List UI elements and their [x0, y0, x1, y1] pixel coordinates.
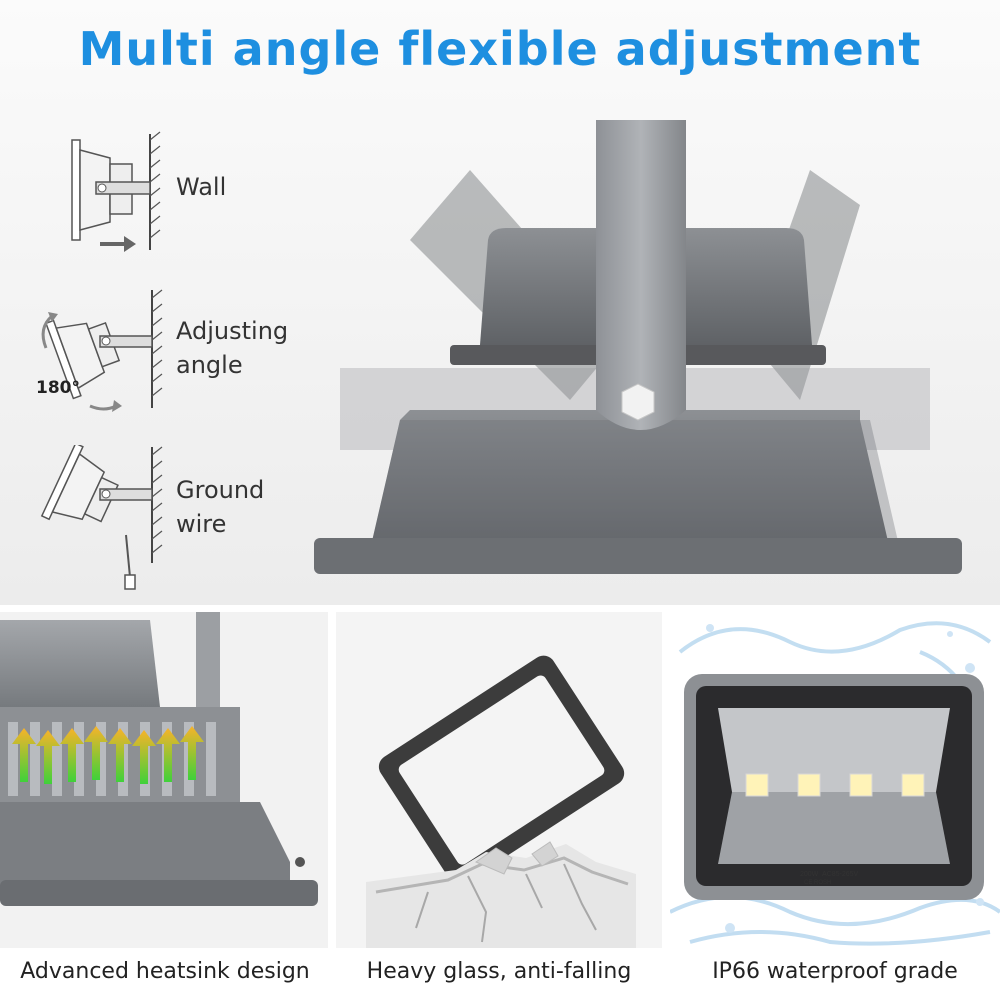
- tempered-glass-illustration: [336, 612, 662, 948]
- ground-wire-icon: [40, 445, 163, 590]
- wall-mount-icon: [71, 131, 161, 252]
- angle-value: 180°: [36, 378, 80, 398]
- waterproof-floodlight-illustration: 200W AC85-265V CE ROSH: [670, 612, 1000, 948]
- mode-wall-label: Wall: [176, 173, 227, 201]
- cracked-floor-icon: [366, 841, 636, 948]
- main-housing: [370, 410, 890, 550]
- mode-ground-wire: Ground wire: [30, 445, 360, 595]
- mode-wall: Wall: [30, 130, 360, 280]
- fixture-marks-label: CE ROSH: [804, 880, 831, 886]
- mode-adjusting-label: Adjusting angle: [176, 317, 289, 379]
- heat-flow-arrows: [12, 726, 204, 784]
- caption-waterproof: IP66 waterproof grade: [712, 959, 958, 984]
- panel-heatsink: [0, 612, 328, 948]
- heatsink-illustration: [0, 612, 328, 948]
- led-chips: [745, 773, 925, 797]
- angle-adjust-icon: [41, 289, 163, 412]
- fixture-voltage-label: AC85-265V: [822, 871, 859, 878]
- headline: Multi angle flexible adjustment: [78, 22, 922, 76]
- front-frame: [314, 538, 962, 574]
- bolt-icon: [621, 383, 655, 421]
- caption-heatsink: Advanced heatsink design: [20, 959, 310, 984]
- center-bracket: [596, 120, 686, 430]
- floodlight-hero-illustration: [314, 120, 962, 574]
- mode-adjusting-angle: 180° Adjusting angle: [30, 288, 360, 438]
- fixture-watt-label: 200W: [800, 871, 819, 878]
- panel-glass: [336, 612, 662, 948]
- panel-waterproof: 200W AC85-265V CE ROSH: [670, 612, 1000, 948]
- mode-ground-label: Ground wire: [176, 476, 265, 538]
- caption-glass: Heavy glass, anti-falling: [366, 959, 632, 984]
